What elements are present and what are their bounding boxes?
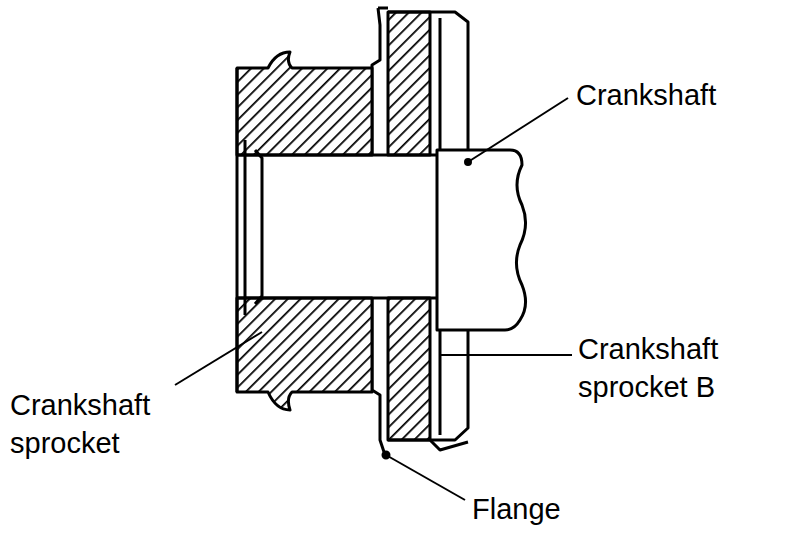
bore-top <box>237 154 437 157</box>
part-label: Flange <box>472 490 672 528</box>
sprocket-b-lower <box>388 298 430 440</box>
illustration <box>175 8 572 500</box>
sprocket-b-teeth <box>430 12 468 440</box>
sprocket-face <box>236 68 239 392</box>
sprocket-b-edge <box>439 18 442 150</box>
sprocket-b-edge <box>439 330 442 435</box>
part-label: Crankshaft <box>576 76 791 114</box>
part-label: Crankshaft sprocket B <box>578 330 793 406</box>
flange <box>372 8 388 452</box>
flange-rim <box>388 440 468 450</box>
part-label: Crankshaft sprocket <box>10 386 235 462</box>
sprocket-upper <box>237 52 372 155</box>
crankshaft <box>437 150 526 330</box>
sprocket-lower <box>237 298 372 410</box>
sprocket-b-upper <box>388 12 430 155</box>
bore-bottom <box>237 297 437 300</box>
leader-lines <box>175 98 572 500</box>
bore-chamfer <box>245 140 262 315</box>
